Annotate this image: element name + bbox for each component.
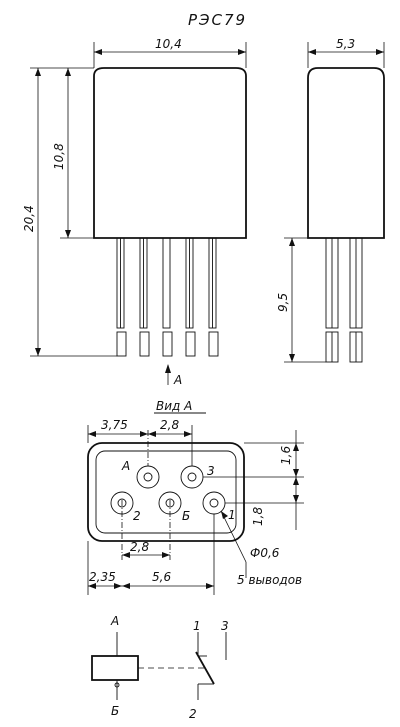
side-view: 5,3 9,5 (276, 37, 385, 363)
drawing-title: РЭС79 (188, 11, 247, 29)
dim-bottom-left-label: 2,35 (89, 570, 116, 584)
contact-3-label: 3 (221, 619, 229, 633)
side-body (307, 67, 385, 239)
pin-label-2: 2 (133, 509, 141, 523)
side-width-label: 5,3 (336, 37, 355, 51)
bottom-pins (110, 430, 226, 560)
dim-bottom-mid-label: 2,8 (130, 540, 149, 554)
bottom-outline-inner (95, 450, 237, 534)
dim-right-top-label: 1,6 (279, 446, 293, 465)
bottom-view-title: Вид А (156, 399, 192, 413)
side-leads (325, 237, 363, 363)
coil-top-label: А (110, 614, 119, 628)
front-body-height-label: 10,8 (52, 143, 66, 170)
relay-coil (91, 655, 139, 681)
pin-label-1: 1 (228, 508, 236, 522)
contact-blade (195, 651, 215, 685)
pin-count-label: 5 выводов (237, 573, 302, 587)
dim-top-left-label: 3,75 (101, 418, 128, 432)
front-view: 10,4 10,8 20,4 A (22, 37, 247, 387)
dim-right-bottom-label: 1,8 (251, 507, 265, 526)
front-leads (116, 237, 219, 357)
coil-bottom-label: Б (111, 704, 119, 718)
pin-diameter-label: Ф0,6 (250, 546, 280, 560)
dim-top-right-label: 2,8 (160, 418, 179, 432)
front-width-label: 10,4 (155, 37, 182, 51)
side-lead-length-label: 9,5 (276, 293, 290, 312)
dim-bottom-right-label: 5,6 (152, 570, 171, 584)
front-total-height-label: 20,4 (22, 205, 36, 232)
pin-label-3: 3 (207, 464, 215, 478)
bottom-outline-outer (87, 442, 245, 542)
front-body (93, 67, 247, 239)
pin-label-a: А (121, 459, 130, 473)
schematic: А Б 1 3 2 (91, 614, 229, 721)
contact-2-label: 2 (189, 707, 197, 721)
bottom-view: Вид А А 3 2 Б 1 3,75 2,8 (87, 399, 304, 595)
view-arrow-label: A (173, 373, 182, 387)
pin-label-b: Б (182, 509, 190, 523)
contact-1-label: 1 (193, 619, 201, 633)
